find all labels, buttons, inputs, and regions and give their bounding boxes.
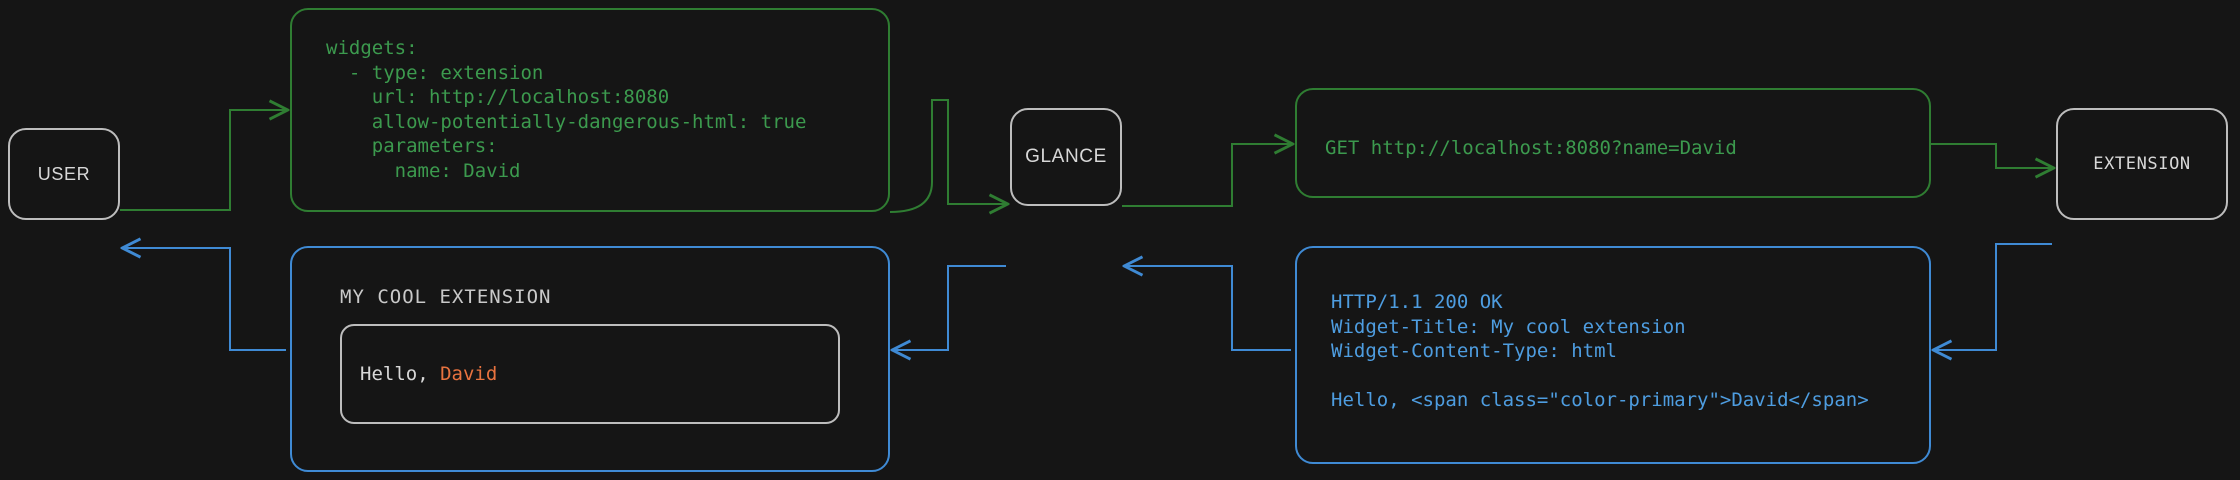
node-glance-label: GLANCE [1025,146,1107,167]
panel-yaml-config: widgets: - type: extension url: http://l… [290,8,890,212]
rendered-widget-greeting: Hello, David [360,363,497,385]
node-extension-label: EXTENSION [2093,154,2191,174]
node-glance[interactable]: GLANCE [1010,108,1122,206]
wire-yaml-to-glance [889,99,1006,212]
node-user-label: USER [37,163,91,184]
panel-rendered-widget: MY COOL EXTENSION Hello, David [290,246,890,472]
panel-http-request: GET http://localhost:8080?name=David [1295,88,1931,198]
wire-glance-to-request [1122,144,1291,207]
rendered-widget-greeting-name: David [440,363,498,385]
wire-response-to-glance [1126,266,1291,351]
rendered-widget-greeting-prefix: Hello, [360,363,441,385]
wire-glance-to-widget [894,265,1006,350]
http-request-text: GET http://localhost:8080?name=David [1325,137,1737,159]
wire-request-to-extension [1931,143,2052,168]
yaml-config-text: widgets: - type: extension url: http://l… [326,37,807,182]
node-extension[interactable]: EXTENSION [2056,108,2228,220]
rendered-widget-title: MY COOL EXTENSION [340,286,552,308]
panel-http-response: HTTP/1.1 200 OK Widget-Title: My cool ex… [1295,246,1931,464]
wire-user-to-yaml [120,110,286,211]
rendered-widget-body: Hello, David [340,324,840,424]
wire-extension-to-response [1935,243,2052,350]
http-response-text: HTTP/1.1 200 OK Widget-Title: My cool ex… [1331,291,1869,411]
node-user[interactable]: USER [8,128,120,220]
wire-widget-to-user [124,248,286,351]
